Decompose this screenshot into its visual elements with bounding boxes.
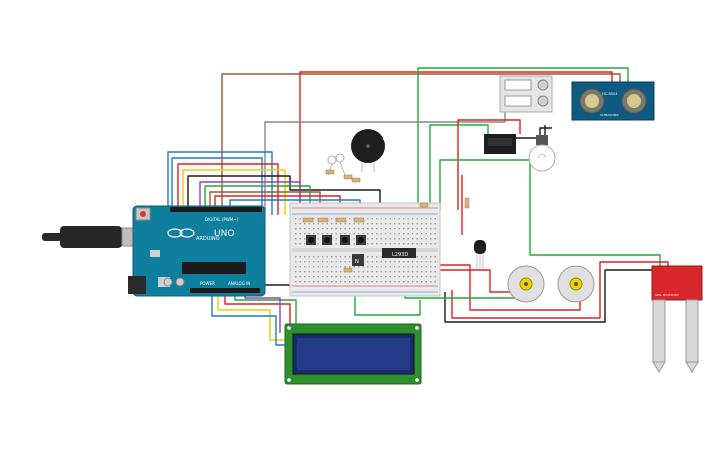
breadboard[interactable] [289,202,441,297]
lcd-display [284,323,422,385]
ultrasonic-sensor: HC-SR04 ULTRASONIC [571,81,655,121]
wire-red-soil [451,261,669,319]
wire-red-top [299,71,613,210]
dc-motor-1 [507,265,545,303]
soil-sensor-label: SOIL MOISTURE [655,293,679,297]
ultrasonic-sublabel: ULTRASONIC [600,113,619,117]
arduino-uno[interactable]: DIGITAL (PWM~) ARDUINO UNO POWER ANALOG … [128,205,266,297]
piezo-buzzer: + [351,129,386,172]
wire-purple-loop [199,181,301,210]
light-bulb [528,135,556,172]
wire-red-motor1 [415,264,581,311]
resistors [302,169,470,273]
arduino-power-label: POWER [200,281,215,286]
arduino-digital-label: DIGITAL (PWM~) [205,217,239,222]
push-buttons[interactable] [306,235,366,245]
wire-red-motor2 [425,269,510,293]
wire-blue-lcd [211,292,288,346]
wire-brown-loop [209,191,321,210]
wire-green-top [417,67,629,205]
wire-blue-loop-2 [171,157,263,212]
arduino-model-label: UNO [214,229,234,239]
transistor: N [352,254,364,266]
temperature-sensor [474,240,486,268]
dc-motor-2 [557,265,595,303]
wire-gray-battery [264,110,506,210]
usb-cable [42,226,149,248]
wire-red-lcd [224,292,291,330]
wire-brown-top [221,73,621,210]
leds [327,153,346,176]
wire-purple-lcd [244,292,281,333]
driver-chip-label: L293D [392,252,408,258]
ultrasonic-label: HC-SR04 [602,92,618,96]
arduino-analog-label: ANALOG IN [228,281,250,286]
soil-moisture-sensor: SOIL MOISTURE [651,265,703,373]
wire-green-soil [439,159,661,268]
svg-text:+: + [382,137,386,143]
transistor-label: N [355,259,359,265]
breadboard-holes [295,218,436,283]
relay [484,134,516,154]
wire-green-relay [429,124,489,210]
battery-pack [499,75,553,113]
wire-red-relay [457,119,521,210]
wire-black-soil [444,269,675,323]
driver-chip: L293D [382,248,416,258]
arduino-brand-label: ARDUINO [196,236,220,242]
